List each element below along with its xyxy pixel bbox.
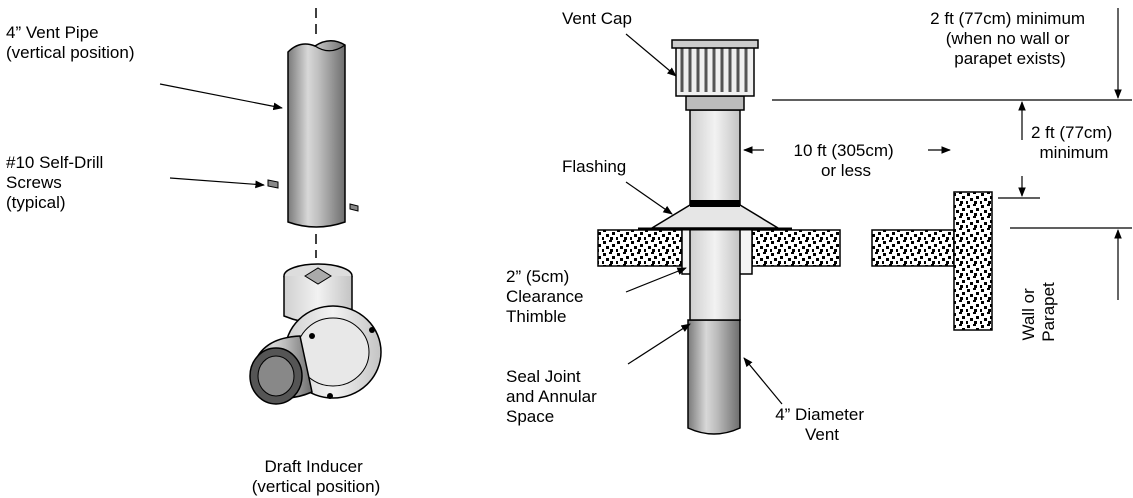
min-mid-label: 2 ft (77cm) minimum xyxy=(1031,123,1117,162)
vent-stack xyxy=(638,39,792,435)
seal-joint-label: Seal Joint and Annular Space xyxy=(506,367,601,426)
wall-label: Wall or Parapet xyxy=(1019,282,1058,342)
vent-pipe xyxy=(287,8,346,258)
vent-pipe-label: 4” Vent Pipe (vertical position) xyxy=(6,23,135,62)
leader-lines xyxy=(159,33,783,405)
flashing-label: Flashing xyxy=(562,157,626,176)
vent-cap-label: Vent Cap xyxy=(562,9,632,28)
distance-label: 10 ft (305cm) or less xyxy=(794,141,899,180)
diameter-vent-label: 4” Diameter Vent xyxy=(775,405,869,444)
wall-parapet xyxy=(953,191,993,331)
min-top-label: 2 ft (77cm) minimum (when no wall or par… xyxy=(930,9,1090,68)
draft-inducer xyxy=(249,263,382,405)
screw-icon xyxy=(267,179,279,189)
dimension-lines xyxy=(743,8,1132,300)
draft-inducer-label: Draft Inducer (vertical position) xyxy=(252,457,381,496)
screw-icon xyxy=(349,203,359,212)
screws-label: #10 Self-Drill Screws (typical) xyxy=(6,153,108,212)
clearance-label: 2” (5cm) Clearance Thimble xyxy=(506,267,588,326)
roof-deck xyxy=(597,229,955,267)
